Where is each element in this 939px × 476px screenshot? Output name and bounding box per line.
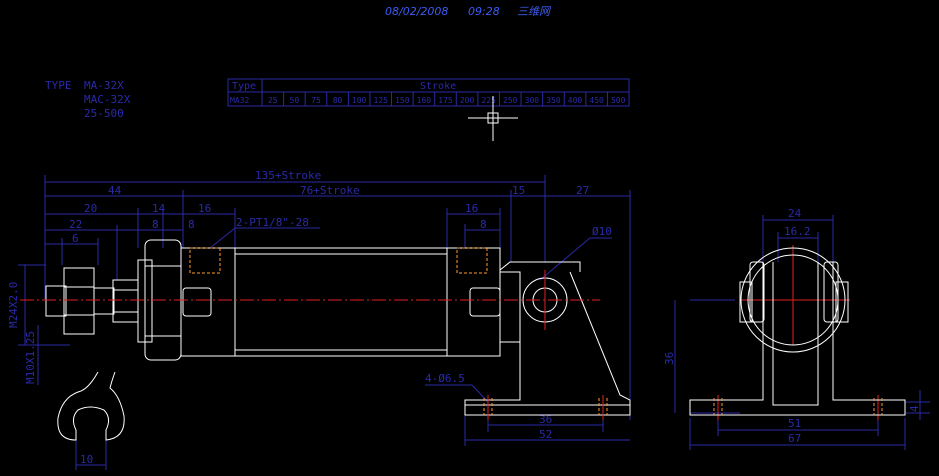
dim-thread-nut: M10X1.25 bbox=[24, 331, 37, 384]
ports bbox=[189, 247, 488, 274]
header-time: 09:28 bbox=[468, 5, 500, 18]
table-model: MA32 bbox=[230, 96, 249, 105]
table-stroke-cell: 175 bbox=[438, 96, 453, 105]
bolt-holes bbox=[483, 398, 883, 415]
dim-8-mid: 8 bbox=[188, 218, 195, 231]
dim-16-right: 16 bbox=[465, 202, 478, 215]
dim-20: 20 bbox=[84, 202, 97, 215]
dim-27: 27 bbox=[576, 184, 589, 197]
dim-24: 24 bbox=[788, 207, 802, 220]
header: 08/02/2008 09:28 三维网 bbox=[385, 5, 552, 18]
type-label: TYPE bbox=[45, 79, 72, 92]
dim-4: 4 bbox=[908, 405, 921, 412]
table-stroke-cell: 25 bbox=[268, 96, 278, 105]
type-line-2: MAC-32X bbox=[84, 93, 131, 106]
header-site: 三维网 bbox=[517, 5, 552, 18]
table-stroke-cell: 250 bbox=[503, 96, 518, 105]
dim-holes: 4-Ø6.5 bbox=[425, 372, 465, 385]
dimension-lines bbox=[18, 175, 930, 470]
table-stroke-cell: 160 bbox=[417, 96, 432, 105]
table-stroke-cell: 500 bbox=[611, 96, 626, 105]
table-stroke-cell: 125 bbox=[374, 96, 389, 105]
table-stroke-cell: 100 bbox=[352, 96, 367, 105]
stroke-table bbox=[227, 78, 630, 107]
dim-port: 2-PT1/8"-28 bbox=[236, 216, 309, 229]
table-stroke-cell: 75 bbox=[311, 96, 321, 105]
dim-pin: Ø10 bbox=[592, 225, 612, 238]
table-stroke-cell: 200 bbox=[460, 96, 475, 105]
dim-8-right: 8 bbox=[480, 218, 487, 231]
dim-22: 22 bbox=[69, 218, 82, 231]
table-stroke-cell: 50 bbox=[290, 96, 300, 105]
table-stroke-cell: 80 bbox=[333, 96, 343, 105]
dim-16-left: 16 bbox=[198, 202, 211, 215]
stroke-table-text: Type Stroke MA32 25 50 75 80 100 125 150 160 175… bbox=[230, 81, 626, 105]
dim-15: 15 bbox=[512, 184, 525, 197]
dim-67: 67 bbox=[788, 432, 801, 445]
type-line-3: 25-500 bbox=[84, 107, 124, 120]
dim-body: 76+Stroke bbox=[300, 184, 360, 197]
type-line-1: MA-32X bbox=[84, 79, 124, 92]
header-date: 08/02/2008 bbox=[385, 5, 448, 18]
dim-6: 6 bbox=[72, 232, 79, 245]
dim-44: 44 bbox=[108, 184, 122, 197]
table-stroke-cell: 350 bbox=[546, 96, 561, 105]
type-block: TYPE MA-32X MAC-32X 25-500 bbox=[45, 79, 131, 120]
wrench bbox=[57, 371, 125, 441]
centerlines bbox=[20, 245, 879, 420]
cylinder-assembly bbox=[45, 239, 631, 416]
dim-36-side: 36 bbox=[663, 352, 676, 365]
dim-thread-rod: M24X2.0 bbox=[7, 282, 20, 328]
table-stroke-cell: 450 bbox=[589, 96, 604, 105]
dim-wrench: 10 bbox=[80, 453, 93, 466]
dimension-text: 135+Stroke 44 76+Stroke 15 27 20 14 16 2… bbox=[7, 169, 921, 466]
table-stroke-cell: 225 bbox=[481, 96, 496, 105]
dim-8-left: 8 bbox=[152, 218, 159, 231]
table-stroke-header: Stroke bbox=[420, 81, 456, 92]
dim-14: 14 bbox=[152, 202, 166, 215]
dim-16-2: 16.2 bbox=[784, 225, 811, 238]
table-type-header: Type bbox=[232, 81, 256, 92]
table-stroke-cell: 300 bbox=[525, 96, 540, 105]
table-stroke-cell: 400 bbox=[568, 96, 583, 105]
dim-51: 51 bbox=[788, 417, 801, 430]
dim-overall: 135+Stroke bbox=[255, 169, 321, 182]
crosshair-cursor bbox=[468, 96, 518, 141]
dim-52: 52 bbox=[539, 428, 552, 441]
side-view bbox=[689, 247, 906, 416]
dim-36: 36 bbox=[539, 413, 552, 426]
table-stroke-cell: 150 bbox=[395, 96, 410, 105]
